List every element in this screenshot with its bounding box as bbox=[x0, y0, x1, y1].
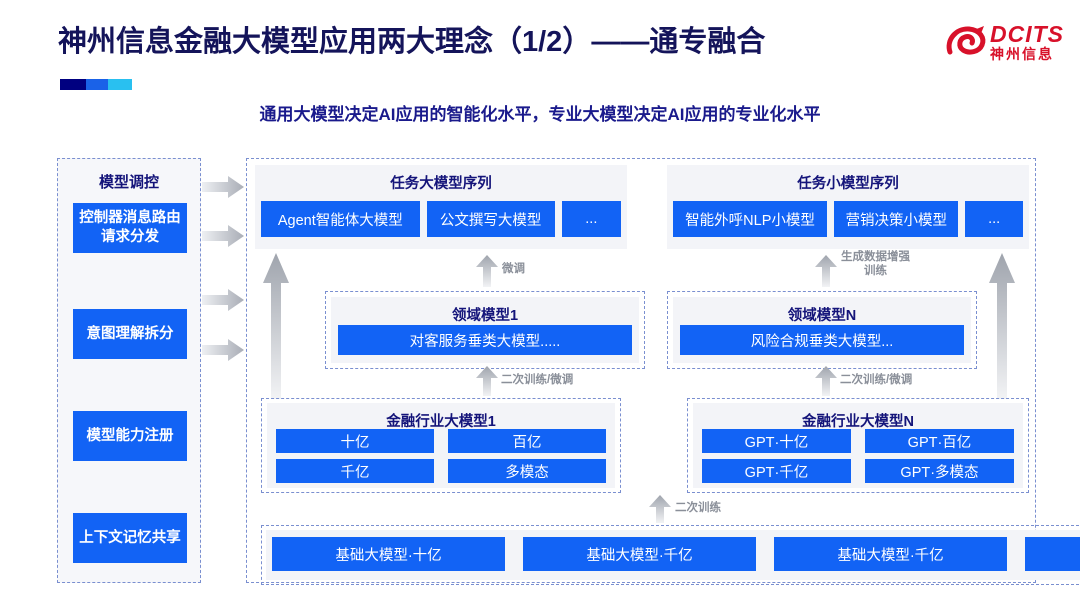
industry-model-1-title: 金融行业大模型1 bbox=[386, 414, 496, 430]
task-chip-nlp-outbound[interactable]: 智能外呼NLP小模型 bbox=[673, 201, 828, 237]
task-chip-more-2[interactable]: ... bbox=[965, 201, 1023, 237]
arrow-data-augment bbox=[815, 255, 837, 287]
dcits-logo: DCITS 神州信息 bbox=[944, 18, 1072, 76]
accent-bar bbox=[60, 79, 132, 90]
domain-model-1-container: 领域模型1 对客服务垂类大模型..... bbox=[325, 291, 645, 369]
industry-model-1-container: 金融行业大模型1 十亿 百亿 千亿 多模态 bbox=[261, 398, 621, 493]
domain-model-1-title: 领域模型1 bbox=[451, 308, 519, 324]
base-model-container: 基础大模型·十亿 基础大模型·千亿 基础大模型·千亿 基础大模型·多模态 bbox=[261, 525, 1080, 585]
arrow-retrain-finetune-right bbox=[815, 366, 837, 396]
logo-cn-text: 神州信息 bbox=[990, 46, 1054, 62]
task-small-model-chips: 智能外呼NLP小模型 营销决策小模型 ... bbox=[673, 201, 1023, 237]
arrow-finetune-left bbox=[476, 255, 498, 287]
control-item-context-memory[interactable]: 上下文记忆共享 bbox=[73, 513, 187, 563]
base-chip-100b-b[interactable]: 基础大模型·千亿 bbox=[774, 537, 1007, 571]
connector-arrow-right-4 bbox=[202, 339, 244, 361]
task-chip-more[interactable]: ... bbox=[561, 201, 621, 237]
connector-arrow-right-1 bbox=[202, 176, 244, 198]
task-large-model-panel: 任务大模型序列 Agent智能体大模型 公文撰写大模型 ... bbox=[255, 165, 627, 249]
label-data-augment: 生成数据增强 训练 bbox=[841, 251, 910, 277]
model-stack-container: 任务大模型序列 Agent智能体大模型 公文撰写大模型 ... 任务小模型序列 … bbox=[246, 158, 1080, 585]
label-retrain: 二次训练 bbox=[675, 502, 721, 514]
industry-model-n-container: 金融行业大模型N GPT·十亿 GPT·百亿 GPT·千亿 GPT·多模态 bbox=[687, 398, 1029, 493]
task-large-model-chips: Agent智能体大模型 公文撰写大模型 ... bbox=[261, 201, 621, 237]
label-retrain-finetune-left: 二次训练/微调 bbox=[501, 374, 574, 386]
task-small-model-panel: 任务小模型序列 智能外呼NLP小模型 营销决策小模型 ... bbox=[667, 165, 1029, 249]
domain-chip-customer-service[interactable]: 对客服务垂类大模型..... bbox=[338, 325, 632, 355]
tall-arrow-left bbox=[263, 253, 289, 399]
industry-chip-gpt-1b[interactable]: GPT·十亿 bbox=[702, 429, 851, 453]
connector-arrow-right-3 bbox=[202, 289, 244, 311]
industry-model-n-chips: GPT·十亿 GPT·百亿 GPT·千亿 GPT·多模态 bbox=[702, 429, 1014, 483]
task-small-model-title: 任务小模型序列 bbox=[797, 176, 899, 192]
industry-chip-gpt-10b[interactable]: GPT·百亿 bbox=[865, 429, 1014, 453]
industry-chip-gpt-multimodal[interactable]: GPT·多模态 bbox=[865, 459, 1014, 483]
control-item-intent-parsing[interactable]: 意图理解拆分 bbox=[73, 309, 187, 359]
domain-model-n-container: 领域模型N 风险合规垂类大模型... bbox=[667, 291, 977, 369]
domain-chip-risk-compliance[interactable]: 风险合规垂类大模型... bbox=[680, 325, 964, 355]
industry-model-1-chips: 十亿 百亿 千亿 多模态 bbox=[276, 429, 606, 483]
industry-model-n-title: 金融行业大模型N bbox=[802, 414, 914, 430]
accent-segment-1 bbox=[60, 79, 86, 90]
task-chip-marketing-decision[interactable]: 营销决策小模型 bbox=[834, 201, 959, 237]
industry-chip-10b[interactable]: 百亿 bbox=[448, 429, 606, 453]
logo-en-text: DCITS bbox=[990, 21, 1064, 47]
base-chip-1b[interactable]: 基础大模型·十亿 bbox=[272, 537, 505, 571]
page-header: 神州信息金融大模型应用两大理念（1/2）——通专融合 DCITS 神州信息 通用… bbox=[0, 0, 1080, 124]
industry-chip-1b[interactable]: 十亿 bbox=[276, 429, 434, 453]
control-item-message-routing[interactable]: 控制器消息路由请求分发 bbox=[73, 203, 187, 253]
industry-chip-gpt-100b[interactable]: GPT·千亿 bbox=[702, 459, 851, 483]
label-retrain-finetune-right: 二次训练/微调 bbox=[840, 374, 913, 386]
industry-chip-100b[interactable]: 千亿 bbox=[276, 459, 434, 483]
control-item-capability-registry[interactable]: 模型能力注册 bbox=[73, 411, 187, 461]
tall-arrow-right bbox=[989, 253, 1015, 399]
accent-segment-3 bbox=[108, 79, 132, 90]
base-chip-multimodal[interactable]: 基础大模型·多模态 bbox=[1025, 537, 1080, 571]
architecture-diagram: 模型调控 控制器消息路由请求分发 意图理解拆分 模型能力注册 上下文记忆共享 任… bbox=[0, 150, 1080, 600]
control-column: 模型调控 控制器消息路由请求分发 意图理解拆分 模型能力注册 上下文记忆共享 bbox=[57, 158, 201, 583]
control-column-title: 模型调控 bbox=[98, 174, 159, 191]
domain-model-n-title: 领域模型N bbox=[787, 308, 857, 324]
accent-segment-2 bbox=[86, 79, 108, 90]
task-large-model-title: 任务大模型序列 bbox=[390, 176, 492, 192]
industry-chip-multimodal[interactable]: 多模态 bbox=[448, 459, 606, 483]
base-chip-100b-a[interactable]: 基础大模型·千亿 bbox=[523, 537, 756, 571]
task-chip-document-writing[interactable]: 公文撰写大模型 bbox=[426, 201, 555, 237]
base-model-chips: 基础大模型·十亿 基础大模型·千亿 基础大模型·千亿 基础大模型·多模态 bbox=[272, 537, 1080, 571]
logo-swirl-icon bbox=[946, 26, 986, 55]
label-finetune: 微调 bbox=[502, 263, 525, 275]
task-chip-agent[interactable]: Agent智能体大模型 bbox=[261, 201, 420, 237]
arrow-retrain-finetune-left bbox=[476, 366, 498, 396]
page-subtitle: 通用大模型决定AI应用的智能化水平，专业大模型决定AI应用的专业化水平 bbox=[259, 105, 821, 124]
logo-wordmark: DCITS 神州信息 bbox=[990, 22, 1064, 63]
connector-arrow-right-2 bbox=[202, 225, 244, 247]
page-title: 神州信息金融大模型应用两大理念（1/2）——通专融合 bbox=[58, 26, 766, 58]
arrow-retrain bbox=[649, 495, 671, 523]
